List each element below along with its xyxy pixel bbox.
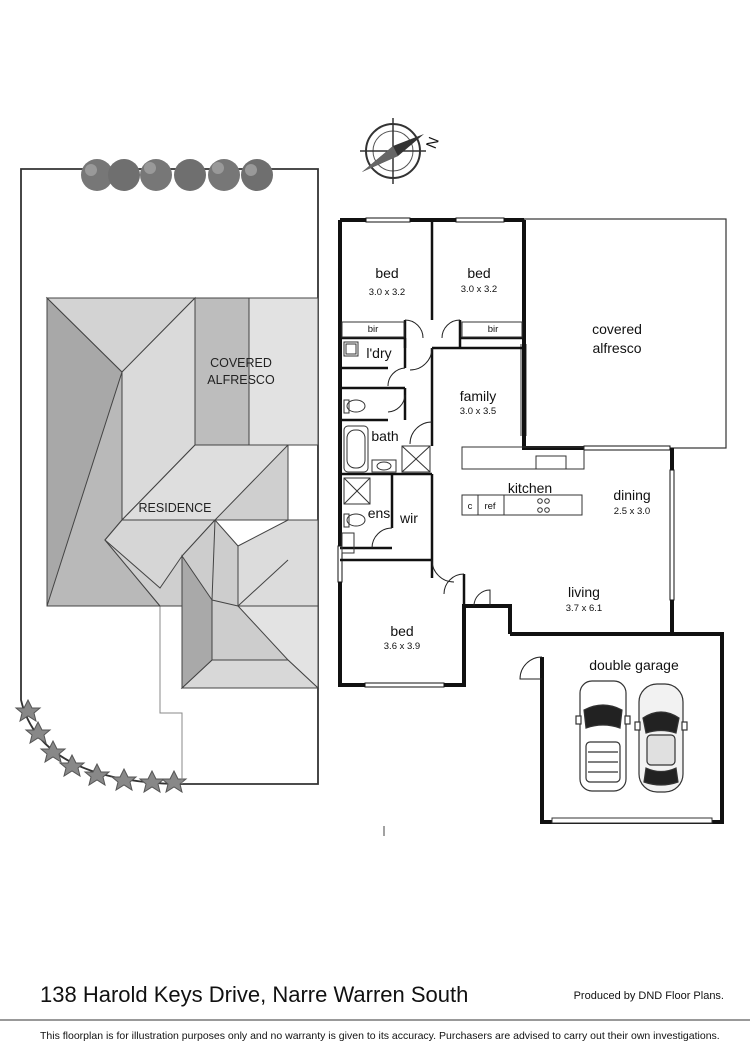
garage-label: double garage (589, 657, 679, 673)
site-alfresco-label-2: ALFRESCO (207, 373, 275, 387)
bed3-label: bed (390, 623, 413, 639)
covered-alfresco-label-1: covered (592, 321, 642, 337)
bed2-label: bed (467, 265, 490, 281)
bed3-dim: 3.6 x 3.9 (384, 641, 420, 652)
family-label: family (460, 388, 497, 404)
c-label: c (468, 501, 473, 512)
property-address: 138 Harold Keys Drive, Narre Warren Sout… (40, 982, 469, 1007)
bir1-label: bir (368, 324, 379, 335)
house-floor-plan: bed 3.0 x 3.2 bed 3.0 x 3.2 bir bir cove… (337, 217, 727, 836)
family-dim: 3.0 x 3.5 (460, 406, 496, 417)
dining-label: dining (613, 487, 650, 503)
ref-label: ref (484, 501, 495, 512)
covered-alfresco-label-2: alfresco (592, 340, 641, 356)
bed1-dim: 3.0 x 3.2 (369, 287, 405, 298)
disclaimer-text: This floorplan is for illustration purpo… (40, 1030, 720, 1042)
footer-divider (0, 1019, 750, 1021)
car-icon (575, 680, 631, 792)
garden-plants-icon (14, 698, 188, 794)
laundry-label: l'dry (366, 345, 391, 361)
bath-label: bath (371, 428, 398, 444)
compass-icon: N (360, 118, 443, 184)
bir2-label: bir (488, 324, 499, 335)
shrub-row-icon (81, 159, 273, 191)
ensuite-label: ens (368, 505, 391, 521)
bed1-label: bed (375, 265, 398, 281)
bed2-dim: 3.0 x 3.2 (461, 284, 497, 295)
residence-label: RESIDENCE (139, 501, 212, 515)
site-plan: RESIDENCE COVERED ALFRESCO (14, 159, 320, 794)
producer-credit: Produced by DND Floor Plans. (573, 990, 724, 1002)
dining-dim: 2.5 x 3.0 (614, 506, 650, 517)
site-alfresco-label-1: COVERED (210, 356, 272, 370)
living-dim: 3.7 x 6.1 (566, 603, 602, 614)
wir-label: wir (399, 510, 418, 526)
compass-north-label: N (423, 135, 443, 151)
kitchen-label: kitchen (508, 480, 552, 496)
living-label: living (568, 584, 600, 600)
car-icon (634, 683, 688, 793)
